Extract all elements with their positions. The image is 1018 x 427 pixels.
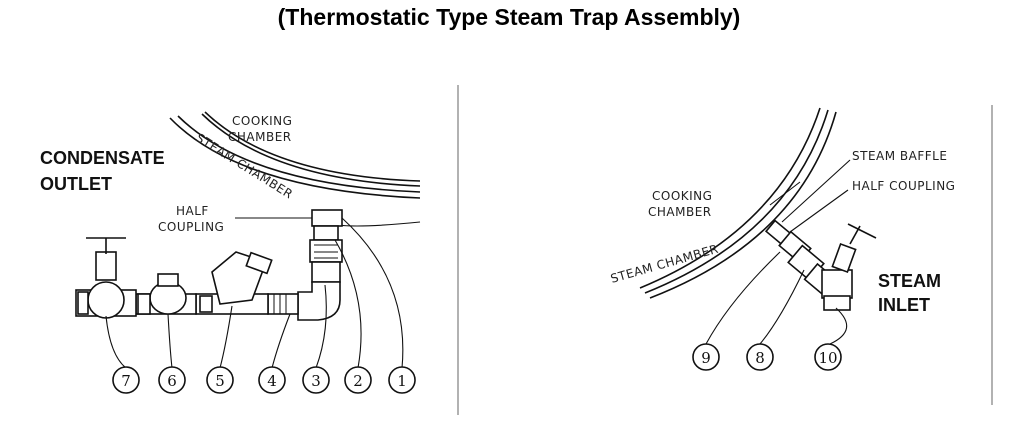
check-valve-cap: [157, 273, 179, 287]
half-coupling-label-2: COUPLING: [158, 220, 224, 234]
union-4-part: [267, 293, 299, 315]
cooking-chamber-wall: [201, 113, 421, 187]
callout-circle-8: [746, 343, 774, 371]
cooking-chamber-wall-2: [204, 111, 421, 182]
strainer-cap: [245, 251, 273, 275]
right-cooking-wall-2: [644, 109, 829, 294]
callout-circle-2: [344, 366, 372, 394]
callout-8: 8: [755, 349, 765, 367]
callout-1: 1: [397, 372, 407, 390]
nipple-lower-part: [311, 261, 341, 283]
callout-9: 9: [701, 349, 711, 367]
steam-valve-body: [821, 269, 853, 299]
steam-inlet-label-2: INLET: [878, 295, 930, 315]
steam-chamber-outer-wall: [169, 117, 421, 199]
steam-inlet-label-1: STEAM: [878, 271, 941, 291]
cooking-chamber-label-2: CHAMBER: [228, 130, 292, 144]
callout-7: 7: [121, 372, 131, 390]
leader-half-coupling: [789, 189, 849, 233]
callout-6: 6: [167, 372, 177, 390]
steam-baffle: [769, 181, 801, 206]
nipple-part: [313, 225, 339, 241]
callout-10: 10: [818, 349, 837, 367]
gate-valve-stem: [95, 251, 117, 281]
callout-5: 5: [215, 372, 225, 390]
callout-circle-6: [158, 366, 186, 394]
leader-2: [334, 239, 362, 369]
steam-chamber-inner-wall: [177, 115, 421, 193]
right-steam-wall: [649, 111, 837, 299]
leader-steam-baffle: [781, 159, 851, 223]
cooking-chamber-label-1: COOKING: [232, 114, 292, 128]
callout-circle-10: [814, 343, 842, 371]
callout-2: 2: [353, 372, 363, 390]
callout-4: 4: [267, 372, 277, 390]
half-coupling-label-1: HALF: [176, 204, 209, 218]
half-coupling-part: [311, 209, 343, 227]
callout-3: 3: [311, 372, 321, 390]
right-cooking-chamber-label-1: COOKING: [652, 189, 712, 203]
callout-circle-1: [388, 366, 416, 394]
callout-circle-4: [258, 366, 286, 394]
leader-10: [829, 307, 848, 345]
half-coupling-label: HALF COUPLING: [852, 179, 955, 193]
condensate-outlet-label-2: OUTLET: [40, 174, 112, 194]
callout-circle-9: [692, 343, 720, 371]
steam-valve-outlet: [823, 295, 851, 311]
steam-baffle-label: STEAM BAFFLE: [852, 149, 947, 163]
elbow-part: [297, 281, 341, 321]
right-cooking-wall: [639, 107, 821, 289]
callout-circle-7: [112, 366, 140, 394]
leader-4: [271, 313, 291, 369]
leader-9: [705, 251, 781, 345]
steam-valve-handwheel: [847, 223, 877, 239]
steam-valve-bonnet: [831, 242, 857, 274]
left-assembly: 7 6 5 4 3 2 1 CONDENSATE OUTLET COOKING …: [40, 111, 421, 394]
condensate-outlet-label-1: CONDENSATE: [40, 148, 165, 168]
strainer-nut: [199, 295, 213, 313]
page-title: (Thermostatic Type Steam Trap Assembly): [277, 4, 741, 30]
leader-7: [105, 315, 127, 369]
right-cooking-chamber-label-2: CHAMBER: [648, 205, 712, 219]
leader-6: [167, 313, 173, 369]
leader-1: [341, 217, 404, 369]
right-assembly: 9 8 10 STEAM BAFFLE HALF COUPLING COOKIN…: [609, 107, 955, 371]
callout-circle-3: [302, 366, 330, 394]
gate-valve-end: [77, 291, 89, 315]
callout-circle-5: [206, 366, 234, 394]
leader-5: [219, 305, 233, 369]
leader-3: [315, 284, 327, 369]
gate-valve-bonnet: [87, 281, 125, 319]
check-valve-nut: [137, 293, 151, 315]
leader-8: [759, 269, 805, 345]
